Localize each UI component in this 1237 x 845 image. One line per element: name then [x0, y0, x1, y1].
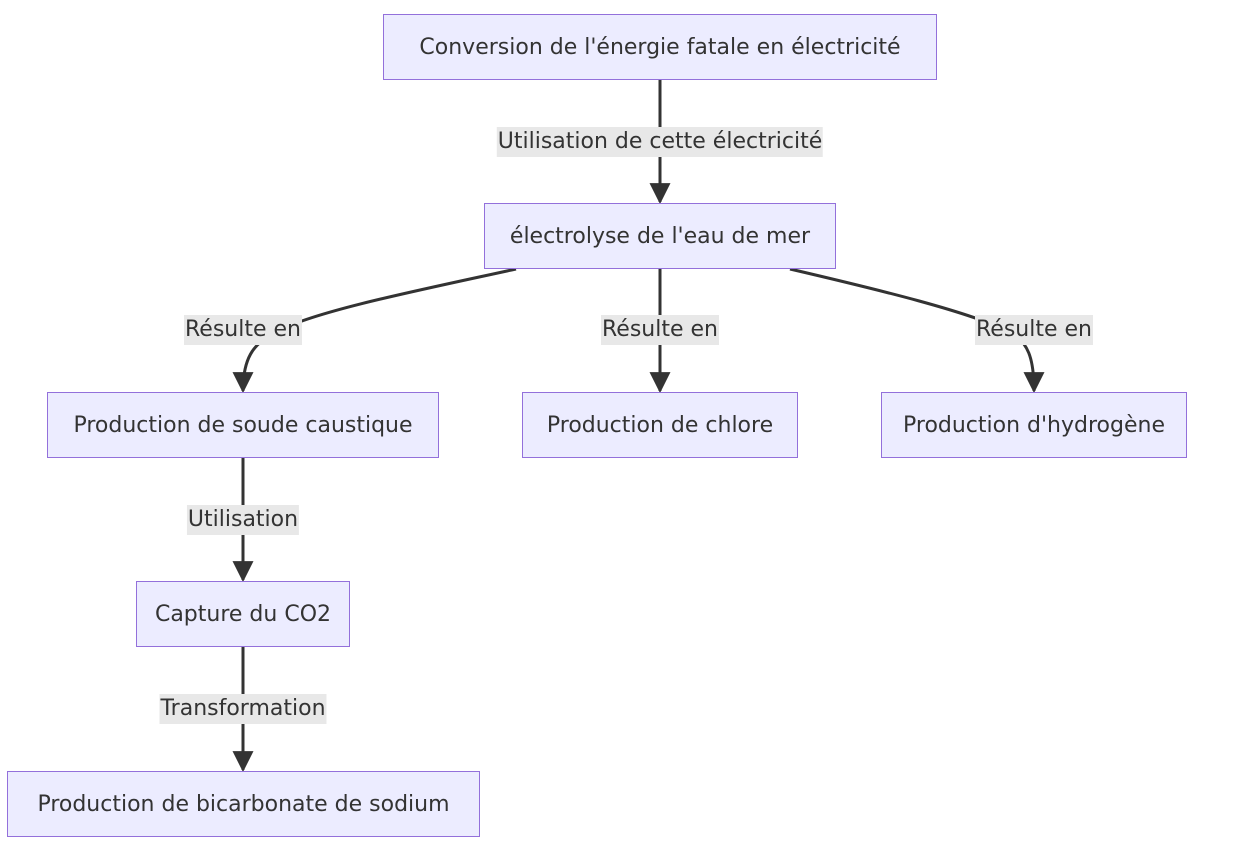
node-bicarbonate: Production de bicarbonate de sodium: [7, 771, 480, 837]
node-conversion: Conversion de l'énergie fatale en électr…: [383, 14, 937, 80]
edge-label-capture-bicarbonate: Transformation: [159, 694, 327, 724]
node-soude: Production de soude caustique: [47, 392, 439, 458]
node-capture: Capture du CO2: [136, 581, 350, 647]
edge-label-electrolyse-chlore: Résulte en: [601, 315, 719, 345]
edge-label-electrolyse-hydrogene: Résulte en: [975, 315, 1093, 345]
edge-label-soude-capture: Utilisation: [186, 505, 300, 535]
node-chlore: Production de chlore: [522, 392, 798, 458]
edge-label-conversion-electrolyse: Utilisation de cette électricité: [496, 127, 824, 157]
node-electrolyse: électrolyse de l'eau de mer: [484, 203, 836, 269]
edge-label-electrolyse-soude: Résulte en: [184, 315, 302, 345]
node-hydrogene: Production d'hydrogène: [881, 392, 1187, 458]
